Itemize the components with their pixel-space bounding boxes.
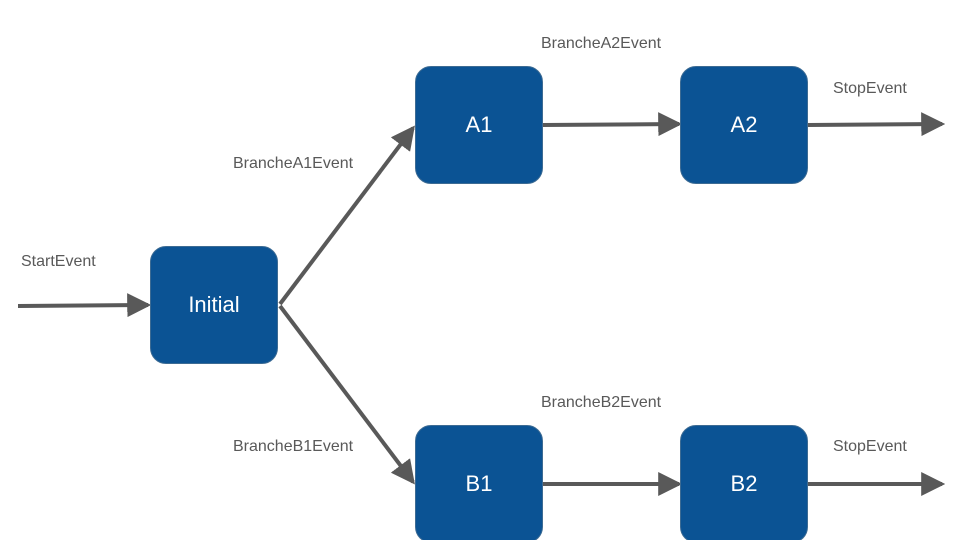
initial-to-b1-arrow [278,304,415,485]
node-b1[interactable]: B1 [415,425,543,540]
label-branch-a2-event: BrancheA2Event [541,35,662,52]
initial-to-a1-arrow [278,125,415,306]
label-stop-event-a: StopEvent [833,80,907,97]
a1-to-a2-arrow [542,112,683,137]
start-arrow [17,293,152,318]
node-b2[interactable]: B2 [680,425,808,540]
node-a2[interactable]: A2 [680,66,808,184]
a2-stop-arrow [807,112,946,137]
label-branch-b2-event: BrancheB2Event [541,394,662,411]
node-a1[interactable]: A1 [415,66,543,184]
label-stop-event-b: StopEvent [833,438,907,455]
label-branch-b1-event: BrancheB1Event [233,438,354,455]
label-branch-a1-event: BrancheA1Event [233,155,354,172]
label-start-event: StartEvent [21,253,96,270]
node-initial[interactable]: Initial [150,246,278,364]
